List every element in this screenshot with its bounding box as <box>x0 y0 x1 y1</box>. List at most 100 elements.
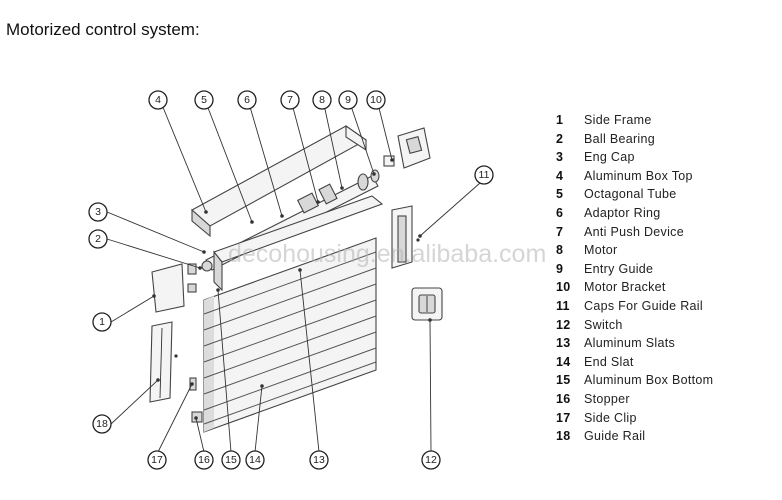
switch-part <box>411 287 443 321</box>
legend-number: 7 <box>556 224 564 239</box>
callout-9: 9 <box>338 90 358 110</box>
legend-number: 13 <box>556 336 571 351</box>
aluminum-box-bottom-part <box>213 195 384 292</box>
legend-label: Stopper <box>584 391 630 406</box>
legend-item: 12 Switch <box>556 316 713 335</box>
callout-11: 11 <box>474 165 494 185</box>
legend-number: 3 <box>556 150 564 165</box>
watermark: decohousing.en.alibaba.com <box>228 240 546 268</box>
svg-text:2: 2 <box>95 233 101 245</box>
legend-number: 11 <box>556 298 570 313</box>
svg-text:3: 3 <box>95 206 101 218</box>
svg-text:1: 1 <box>99 316 105 328</box>
callout-2: 2 <box>88 229 108 249</box>
leader-lines <box>106 99 481 453</box>
legend-number: 14 <box>556 354 571 369</box>
legend-item: 15 Aluminum Box Bottom <box>556 371 713 390</box>
legend-number: 18 <box>556 429 571 444</box>
callout-15: 15 <box>221 450 241 470</box>
svg-text:12: 12 <box>425 454 437 466</box>
aluminum-slats-part <box>203 237 377 433</box>
legend-label: Anti Push Device <box>584 224 684 239</box>
callout-14: 14 <box>245 450 265 470</box>
svg-text:9: 9 <box>345 94 351 106</box>
legend-label: Octagonal Tube <box>584 187 677 202</box>
svg-text:16: 16 <box>198 454 210 466</box>
legend-item: 9 Entry Guide <box>556 260 713 279</box>
legend-item: 3 Eng Cap <box>556 148 713 167</box>
svg-text:7: 7 <box>287 94 293 106</box>
guide-rail-cap-part <box>391 205 420 269</box>
legend-label: Entry Guide <box>584 261 654 276</box>
legend-item: 8 Motor <box>556 241 713 260</box>
legend-label: Adaptor Ring <box>584 205 661 220</box>
legend-number: 8 <box>556 243 564 258</box>
callout-3: 3 <box>88 202 108 222</box>
legend-item: 17 Side Clip <box>556 409 713 428</box>
svg-text:17: 17 <box>151 454 163 466</box>
legend-item: 13 Aluminum Slats <box>556 334 713 353</box>
legend-item: 16 Stopper <box>556 390 713 409</box>
legend-number: 17 <box>556 410 571 425</box>
callout-13: 13 <box>309 450 329 470</box>
guide-rail-part <box>149 321 178 403</box>
legend-label: Switch <box>584 317 623 332</box>
legend-label: Aluminum Slats <box>584 336 676 351</box>
legend-item: 6 Adaptor Ring <box>556 204 713 223</box>
legend-number: 9 <box>556 261 564 276</box>
legend-label: Motor <box>584 243 618 258</box>
callout-1: 1 <box>92 312 112 332</box>
svg-text:11: 11 <box>479 169 490 181</box>
svg-text:6: 6 <box>244 94 250 106</box>
svg-text:5: 5 <box>201 94 207 106</box>
legend-number: 6 <box>556 205 564 220</box>
shutter-parts-drawing <box>149 124 443 433</box>
callout-10: 10 <box>366 90 386 110</box>
side-frame-part <box>151 263 197 313</box>
legend-number: 12 <box>556 317 571 332</box>
legend-number: 4 <box>556 168 564 183</box>
aluminum-box-top-part <box>191 124 368 238</box>
callout-17: 17 <box>147 450 167 470</box>
svg-text:4: 4 <box>155 94 161 106</box>
callout-16: 16 <box>194 450 214 470</box>
callout-12: 12 <box>421 450 441 470</box>
svg-text:13: 13 <box>313 454 325 466</box>
svg-text:10: 10 <box>370 94 382 106</box>
legend-number: 2 <box>556 131 564 146</box>
legend-label: Aluminum Box Bottom <box>584 373 714 388</box>
svg-text:8: 8 <box>319 94 325 106</box>
page-title: Motorized control system: <box>6 20 200 39</box>
legend-label: Side Clip <box>584 410 637 425</box>
legend-item: 4 Aluminum Box Top <box>556 167 713 186</box>
legend-item: 14 End Slat <box>556 353 713 372</box>
legend-number: 15 <box>556 373 571 388</box>
callout-markers: 4 5 6 7 8 9 10 11 3 2 1 18 17 16 15 14 1… <box>88 90 494 470</box>
legend-number: 5 <box>556 187 564 202</box>
legend-label: Guide Rail <box>584 429 646 444</box>
legend-label: Side Frame <box>584 113 652 127</box>
legend-label: Eng Cap <box>584 150 635 165</box>
legend-item: 10 Motor Bracket <box>556 278 713 297</box>
legend-label: End Slat <box>584 354 634 369</box>
legend-label: Motor Bracket <box>584 280 666 295</box>
callout-8: 8 <box>312 90 332 110</box>
legend-item: 5 Octagonal Tube <box>556 185 713 204</box>
legend-number: 10 <box>556 280 571 295</box>
legend-item: 11 Caps For Guide Rail <box>556 297 713 316</box>
legend-item: 7 Anti Push Device <box>556 223 713 242</box>
motor-bracket-part <box>383 127 431 169</box>
svg-text:18: 18 <box>96 418 108 430</box>
legend-label: Aluminum Box Top <box>584 168 693 183</box>
svg-text:15: 15 <box>225 454 237 466</box>
callout-18: 18 <box>92 414 112 434</box>
legend-label: Caps For Guide Rail <box>584 298 703 313</box>
legend-number: 16 <box>556 391 571 406</box>
callout-4: 4 <box>148 90 168 110</box>
callout-6: 6 <box>237 90 257 110</box>
callout-7: 7 <box>280 90 300 110</box>
